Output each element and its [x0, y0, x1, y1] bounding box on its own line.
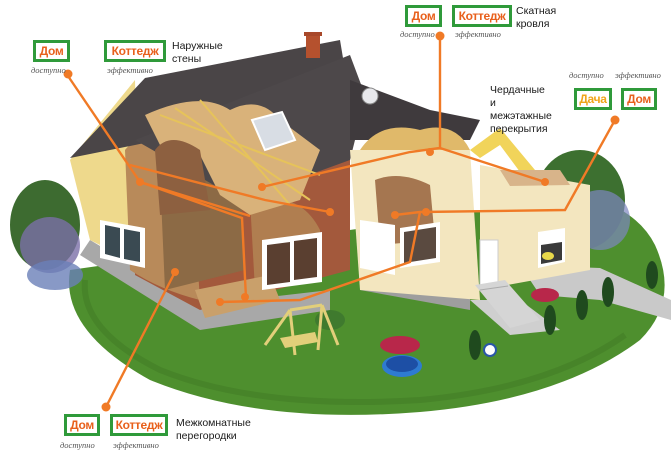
- badge-label: Дом: [411, 9, 436, 23]
- caption-affordable: доступно: [400, 29, 435, 39]
- swing: [263, 303, 340, 356]
- skylight: [250, 110, 297, 152]
- caption-affordable: доступно: [569, 70, 604, 80]
- right-roof: [350, 80, 480, 140]
- foundation: [80, 240, 330, 330]
- chimney: [306, 34, 320, 58]
- window-left: [100, 220, 145, 268]
- badge-dom[interactable]: Дом: [405, 5, 442, 27]
- label-exterior-walls: Наружные стены: [172, 40, 223, 65]
- badge-label: Дом: [39, 44, 64, 58]
- floor-insulation: [195, 275, 280, 318]
- badge-label: Коттедж: [111, 44, 159, 58]
- main-roof: [70, 40, 350, 158]
- badge-label: Коттедж: [458, 9, 506, 23]
- satellite-dish: [361, 87, 379, 105]
- badge-cottage[interactable]: Коттедж: [110, 414, 168, 436]
- connector-lines: [67, 36, 617, 408]
- stairs: [475, 280, 540, 328]
- caption-affordable: доступно: [31, 65, 66, 75]
- badge-label: Дом: [627, 92, 651, 106]
- ball: [483, 343, 497, 357]
- caption-effective: эффективно: [615, 70, 661, 80]
- badge-dom[interactable]: Дом: [33, 40, 70, 62]
- badge-cottage[interactable]: Коттедж: [104, 40, 166, 62]
- caption-affordable: доступно: [60, 440, 95, 450]
- driveway: [520, 265, 671, 320]
- badge-label: Дом: [70, 418, 94, 432]
- window-center: [262, 232, 322, 290]
- badge-dom[interactable]: Дом: [621, 88, 657, 110]
- label-pitched-roof: Скатная кровля: [516, 5, 557, 30]
- badge-label: Дача: [579, 92, 607, 106]
- label-interior-partitions: Межкомнатные перегородки: [176, 417, 251, 442]
- label-attic-floors: Чердачные и межэтажные перекрытия: [490, 84, 552, 135]
- badge-label: Коттедж: [115, 418, 163, 432]
- caption-effective: эффективно: [113, 440, 159, 450]
- front-door: [479, 239, 499, 289]
- badge-cottage[interactable]: Коттедж: [452, 5, 512, 27]
- connector-dots: [63, 31, 620, 412]
- caption-effective: эффективно: [455, 29, 501, 39]
- badge-dom[interactable]: Дом: [64, 414, 100, 436]
- badge-dacha[interactable]: Дача: [574, 88, 612, 110]
- lilac-bush: [10, 180, 83, 290]
- caption-effective: эффективно: [107, 65, 153, 75]
- window-right: [360, 220, 395, 275]
